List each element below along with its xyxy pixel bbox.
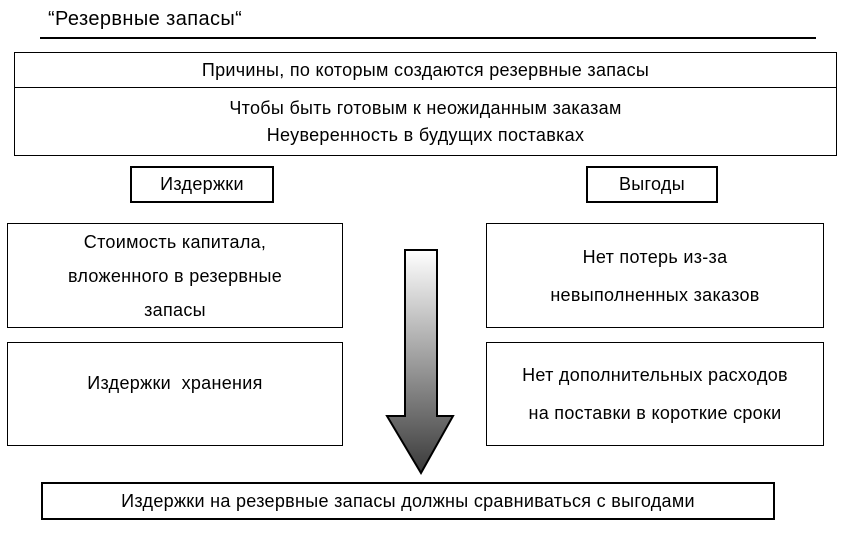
cost-item-storage: Издержки хранения: [7, 342, 343, 446]
costs-label: Издержки: [160, 174, 244, 194]
cost-item-line: вложенного в резервные: [67, 265, 283, 286]
reasons-list: Чтобы быть готовым к неожиданным заказам…: [15, 88, 836, 155]
cost-item-line: запасы: [144, 299, 206, 320]
costs-label-box: Издержки: [130, 166, 274, 203]
reasons-header: Причины, по которым создаются резервные …: [15, 53, 836, 88]
cost-item-capital: Стоимость капитала, вложенного в резервн…: [7, 223, 343, 328]
cost-item-line: Издержки хранения: [87, 373, 263, 393]
conclusion-box: Издержки на резервные запасы должны срав…: [41, 482, 775, 520]
conclusion-text: Издержки на резервные запасы должны срав…: [121, 490, 695, 511]
benefit-item-line: Нет дополнительных расходов: [522, 365, 788, 385]
reason-item: Неуверенность в будущих поставках: [266, 124, 585, 145]
reason-item: Чтобы быть готовым к неожиданным заказам: [229, 97, 622, 118]
title-underline: [40, 37, 816, 39]
benefits-label: Выгоды: [619, 174, 685, 194]
reasons-box: Причины, по которым создаются резервные …: [14, 52, 837, 156]
benefit-item-line: невыполненных заказов: [550, 284, 760, 305]
down-arrow-icon: [385, 249, 455, 475]
diagram-title: “Резервные запасы“: [48, 8, 243, 30]
benefits-label-box: Выгоды: [586, 166, 718, 203]
benefit-item-no-rush-costs: Нет дополнительных расходов на поставки …: [486, 342, 824, 446]
benefit-item-line: Нет потерь из-за: [582, 246, 728, 267]
benefit-item-line: на поставки в короткие сроки: [528, 403, 782, 423]
cost-item-line: Стоимость капитала,: [83, 231, 267, 252]
benefit-item-no-lost-orders: Нет потерь из-за невыполненных заказов: [486, 223, 824, 328]
